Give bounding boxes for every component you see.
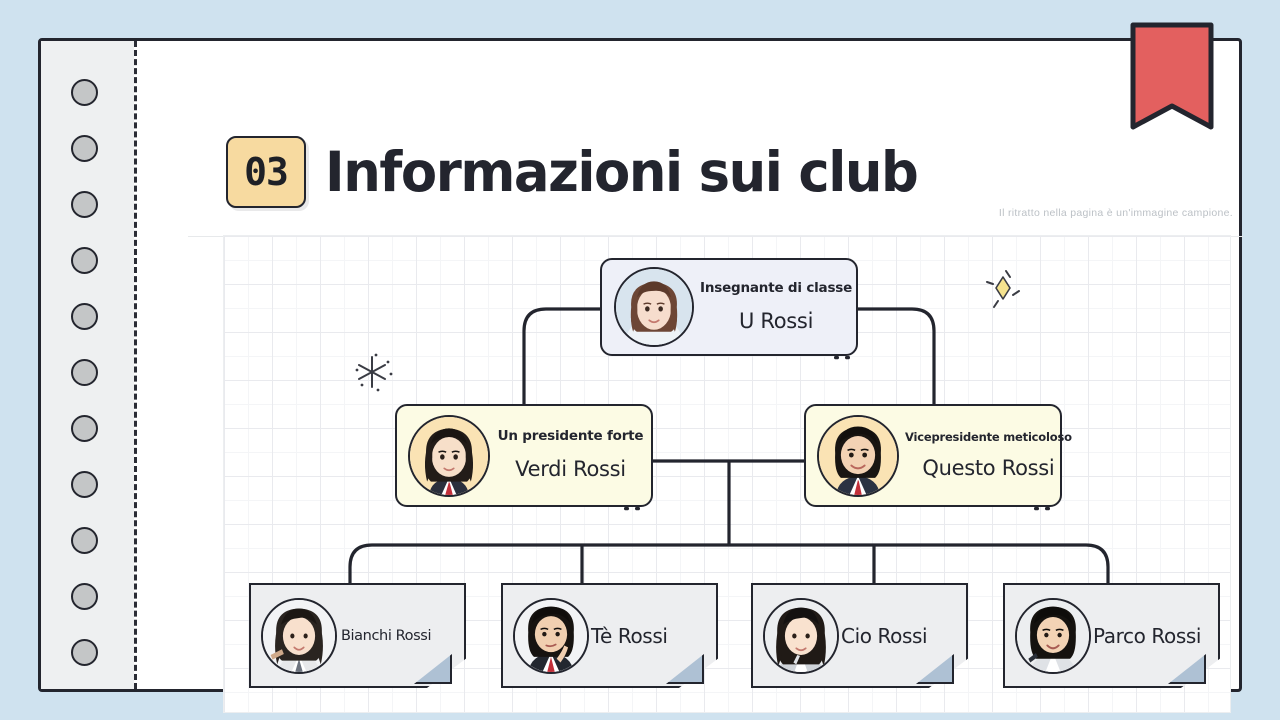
node-member4[interactable]: Parco Rossi (1003, 583, 1220, 688)
node-member2-wrapper: Tè Rossi (501, 583, 718, 688)
node-member3-name: Cio Rossi (841, 623, 928, 648)
binder-hole (71, 303, 98, 330)
org-chart-area: Insegnante di classe U Rossi (223, 235, 1231, 713)
node-president-text: Un presidente forte Verdi Rossi (490, 428, 651, 482)
edge-teacher-vicepresident (858, 307, 936, 404)
node-vicepresident-name: Questo Rossi (922, 456, 1055, 481)
page-title: Informazioni sui club (325, 140, 919, 204)
node-member4-name: Parco Rossi (1093, 623, 1202, 648)
card-dot-shadow (624, 507, 640, 511)
avatar-member4 (1015, 597, 1091, 674)
node-vicepresident-role: Vicepresidente meticoloso (905, 429, 1072, 444)
node-teacher[interactable]: Insegnante di classe U Rossi (600, 258, 858, 356)
avatar-president (408, 414, 490, 497)
node-teacher-role: Insegnante di classe (700, 279, 853, 296)
node-teacher-text: Insegnante di classe U Rossi (694, 280, 858, 334)
node-member2-name: Tè Rossi (591, 623, 668, 648)
edge-teacher-president (522, 307, 600, 404)
binder-hole (71, 191, 98, 218)
node-president-name: Verdi Rossi (515, 457, 626, 482)
node-member2[interactable]: Tè Rossi (501, 583, 718, 688)
bookmark-ribbon-icon (1130, 22, 1214, 130)
node-teacher-name: U Rossi (738, 308, 814, 333)
binder-hole (71, 639, 98, 666)
avatar-vicepresident (817, 414, 899, 497)
edge-bottom-bus (348, 543, 1110, 583)
card-dot-shadow (1034, 507, 1050, 511)
avatar-teacher (614, 267, 694, 347)
binder-hole (71, 527, 98, 554)
section-number-label: 03 (244, 150, 289, 194)
diamond-sparkle-icon (986, 270, 1020, 308)
binder-hole (71, 135, 98, 162)
node-member1[interactable]: Bianchi Rossi (249, 583, 466, 688)
notebook-page: 03 Informazioni sui club Il ritratto nel… (38, 38, 1243, 713)
node-vicepresident-text: Vicepresidente meticoloso Questo Rossi (899, 430, 1078, 482)
node-vicepresident[interactable]: Vicepresidente meticoloso Questo Rossi (804, 404, 1072, 507)
avatar-member1 (261, 597, 337, 674)
binder-hole (71, 359, 98, 386)
card-dot-shadow (834, 356, 850, 360)
node-president[interactable]: Un presidente forte Verdi Rossi (395, 404, 653, 507)
binder-hole (71, 415, 98, 442)
node-member1-wrapper: Bianchi Rossi (249, 583, 466, 688)
section-number-badge: 03 (226, 136, 306, 208)
binder-hole (71, 471, 98, 498)
binder-dashed-line (134, 41, 137, 689)
node-member4-wrapper: Parco Rossi (1003, 583, 1220, 688)
sample-image-note: Il ritratto nella pagina è un'immagine c… (998, 207, 1233, 219)
node-member1-name: Bianchi Rossi (341, 627, 432, 644)
star-sparkle-icon (355, 353, 393, 392)
avatar-member2 (513, 597, 589, 674)
node-member3[interactable]: Cio Rossi (751, 583, 968, 688)
node-member3-wrapper: Cio Rossi (751, 583, 968, 688)
binder-hole (71, 79, 98, 106)
slide-header: 03 Informazioni sui club Il ritratto nel… (188, 99, 1243, 239)
node-president-role: Un presidente forte (497, 428, 644, 445)
binder-hole (71, 583, 98, 610)
binder-hole (71, 247, 98, 274)
avatar-member3 (763, 597, 839, 674)
